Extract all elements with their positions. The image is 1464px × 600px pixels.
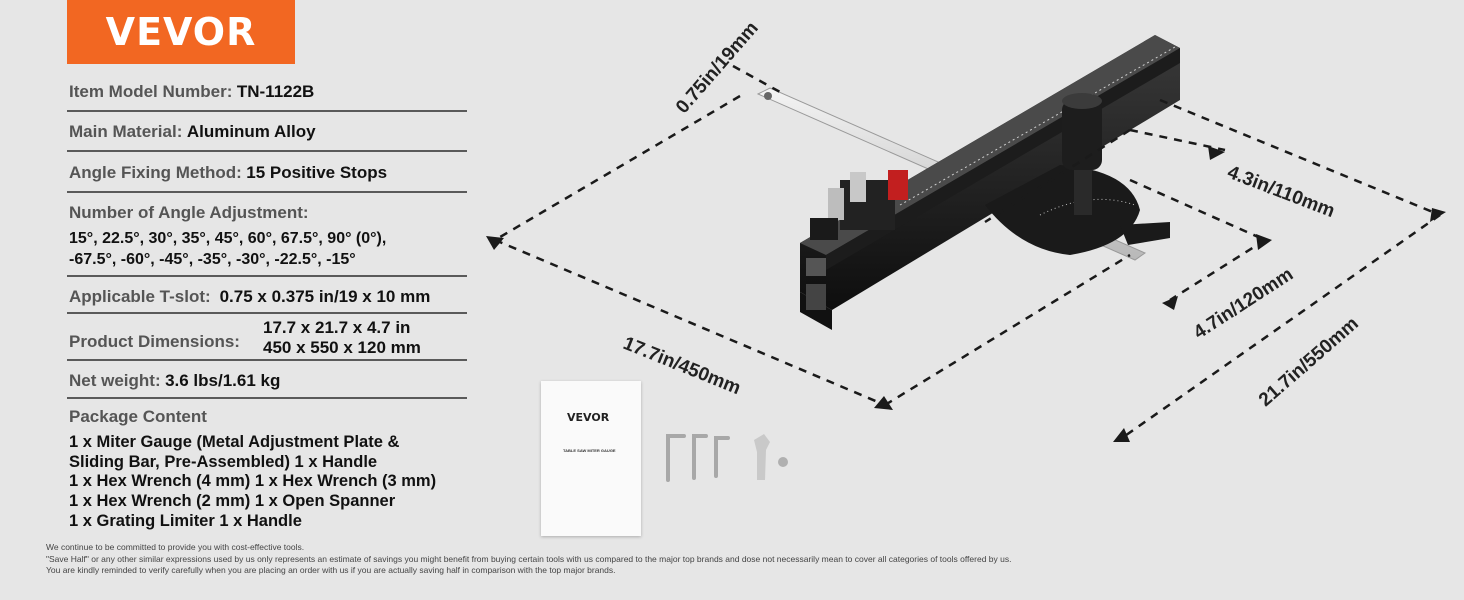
spec-row-material: Main Material: Aluminum Alloy bbox=[67, 112, 467, 152]
spec-value: 0.75 x 0.375 in/19 x 10 mm bbox=[219, 287, 431, 306]
grating-limiter bbox=[810, 170, 908, 240]
package-line: 1 x Hex Wrench (4 mm) 1 x Hex Wrench (3 … bbox=[69, 472, 437, 490]
dimension-lines bbox=[494, 64, 1441, 440]
package-line: 1 x Miter Gauge (Metal Adjustment Plate … bbox=[69, 433, 400, 451]
spec-label: Main Material: bbox=[69, 122, 183, 141]
spec-row-weight: Net weight: 3.6 lbs/1.61 kg bbox=[67, 361, 467, 399]
spec-label: Net weight: bbox=[69, 371, 161, 390]
package-line: Sliding Bar, Pre-Assembled) 1 x Handle bbox=[69, 453, 378, 471]
disclaimer-line: You are kindly reminded to verify carefu… bbox=[46, 565, 616, 575]
disclaimer-line: We continue to be committed to provide y… bbox=[46, 542, 305, 552]
spec-row-model: Item Model Number: TN-1122B bbox=[67, 72, 467, 112]
spec-label: Number of Angle Adjustment: bbox=[69, 203, 309, 222]
manual-brand: VEVOR bbox=[567, 411, 610, 424]
hex-wrenches bbox=[666, 434, 730, 482]
spec-value: 3.6 lbs/1.61 kg bbox=[165, 371, 281, 390]
package-heading: Package Content bbox=[69, 407, 207, 426]
spec-label: Angle Fixing Method: bbox=[69, 163, 242, 182]
spec-row-angles: Number of Angle Adjustment: 15°, 22.5°, … bbox=[67, 193, 467, 277]
package-content: Package Content 1 x Miter Gauge (Metal A… bbox=[67, 399, 467, 539]
package-line: 1 x Hex Wrench (2 mm) 1 x Open Spanner bbox=[69, 492, 396, 510]
package-line: 1 x Grating Limiter 1 x Handle bbox=[69, 512, 302, 530]
angle-list-1: 15°, 22.5°, 30°, 35°, 45°, 60°, 67.5°, 9… bbox=[69, 230, 387, 247]
disclaimer: We continue to be committed to provide y… bbox=[46, 542, 1011, 577]
angle-list-2: -67.5°, -60°, -45°, -35°, -30°, -22.5°, … bbox=[69, 251, 356, 268]
open-spanner bbox=[754, 434, 788, 480]
user-manual: VEVOR TABLE SAW MITER GAUGE bbox=[541, 381, 641, 536]
spec-label: Product Dimensions: bbox=[69, 332, 240, 351]
spec-label: Applicable T-slot: bbox=[69, 287, 211, 306]
arrow-heads bbox=[486, 146, 1446, 442]
spec-label: Item Model Number: bbox=[69, 82, 233, 101]
spec-value: 17.7 x 21.7 x 4.7 in bbox=[263, 318, 411, 337]
disclaimer-line: "Save Half" or any other similar express… bbox=[46, 553, 1012, 564]
manual-title: TABLE SAW MITER GAUGE bbox=[563, 448, 616, 453]
knob-handle bbox=[1062, 93, 1102, 215]
spec-value: TN-1122B bbox=[236, 82, 315, 101]
vevor-logo: VEVOR bbox=[67, 0, 295, 64]
spec-value: 450 x 550 x 120 mm bbox=[263, 338, 421, 357]
spec-value: 15 Positive Stops bbox=[246, 163, 388, 182]
spec-value: Aluminum Alloy bbox=[186, 122, 316, 141]
spec-row-tslot: Applicable T-slot: 0.75 x 0.375 in/19 x … bbox=[67, 277, 467, 314]
spec-row-dimensions: Product Dimensions: 17.7 x 21.7 x 4.7 in… bbox=[67, 314, 467, 361]
spec-row-fixing: Angle Fixing Method: 15 Positive Stops bbox=[67, 152, 467, 193]
protractor-head bbox=[985, 165, 1170, 255]
